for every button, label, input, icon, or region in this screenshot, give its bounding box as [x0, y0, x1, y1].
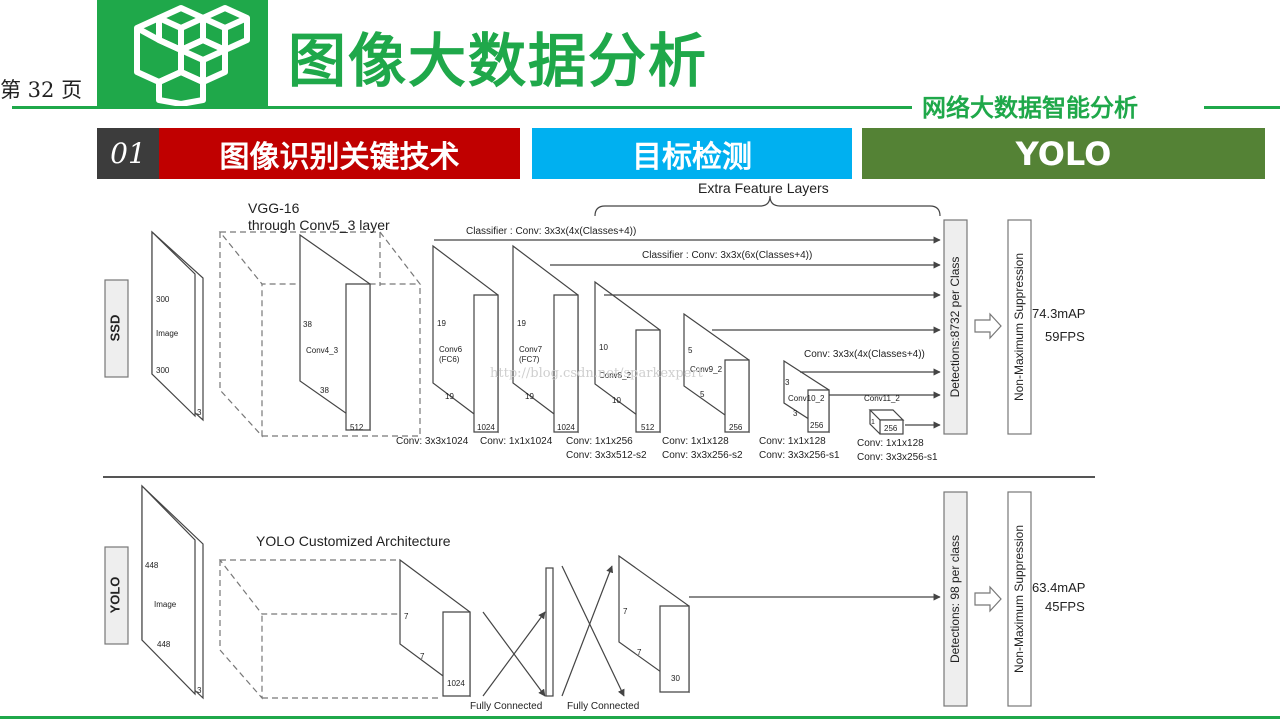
op-conv8-a: Conv: 1x1x256 — [566, 436, 633, 447]
svg-text:7: 7 — [637, 648, 642, 657]
classifier-2-label: Classifier : Conv: 3x3x(6x(Classes+4)) — [642, 250, 812, 261]
ssd-label: SSD — [107, 315, 122, 342]
extra-feature-layers-label: Extra Feature Layers — [698, 180, 829, 196]
conv11-2-block — [868, 409, 905, 421]
svg-text:19: 19 — [437, 319, 446, 328]
ssd-nms-label: Non-Maximum Suppression — [1012, 253, 1026, 401]
yolo-nms-label: Non-Maximum Suppression — [1012, 525, 1026, 673]
conv7-label: Conv7 — [519, 345, 543, 354]
fc-1-label: Fully Connected — [470, 701, 542, 712]
subtopic-bar: 目标检测 — [532, 128, 852, 179]
fc-layer-bar — [545, 567, 554, 697]
svg-text:19: 19 — [445, 392, 454, 401]
svg-text:256: 256 — [810, 421, 824, 430]
vgg-dashed-box — [218, 231, 422, 438]
svg-text:7: 7 — [623, 607, 628, 616]
svg-text:7: 7 — [420, 652, 425, 661]
section-number: 01 — [97, 128, 159, 179]
op-conv8-b: Conv: 3x3x512-s2 — [566, 450, 647, 461]
svg-text:512: 512 — [641, 423, 655, 432]
svg-text:1024: 1024 — [477, 423, 495, 432]
logo-block — [97, 0, 268, 107]
svg-text:19: 19 — [525, 392, 534, 401]
svg-text:448: 448 — [145, 561, 159, 570]
svg-text:300: 300 — [156, 366, 170, 375]
cubes-logo-icon — [134, 5, 250, 107]
svg-text:256: 256 — [884, 424, 898, 433]
svg-text:10: 10 — [599, 343, 608, 352]
svg-text:5: 5 — [700, 390, 705, 399]
svg-text:512: 512 — [350, 423, 364, 432]
svg-text:3: 3 — [197, 686, 202, 695]
header-rule-left — [12, 106, 912, 109]
svg-text:5: 5 — [688, 346, 693, 355]
svg-text:3: 3 — [785, 378, 790, 387]
page-number-label: 第 32 页 — [0, 78, 83, 102]
svg-text:7: 7 — [404, 612, 409, 621]
yolo-label-box — [104, 546, 129, 645]
op-conv9-a: Conv: 1x1x128 — [662, 436, 729, 447]
header-rule-right — [1204, 106, 1280, 109]
yolo-customized-label: YOLO Customized Architecture — [256, 533, 451, 549]
conv9-2-label: Conv9_2 — [690, 365, 723, 374]
op-conv11-b: Conv: 3x3x256-s1 — [857, 452, 938, 463]
ssd-yolo-architecture-diagram: SSD Extra Feature Layers VGG-16 through … — [103, 180, 1095, 712]
fc-2-label: Fully Connected — [567, 701, 639, 712]
svg-text:1024: 1024 — [447, 679, 465, 688]
svg-text:448: 448 — [157, 640, 171, 649]
yolo-fps: 45FPS — [1045, 599, 1085, 614]
conv6-label: Conv6 — [439, 345, 463, 354]
ssd-arrow-icon — [974, 312, 1002, 340]
svg-text:1: 1 — [871, 419, 875, 426]
svg-text:3: 3 — [793, 409, 798, 418]
footer-rule — [0, 716, 1280, 719]
conv4-3-label: Conv4_3 — [306, 346, 339, 355]
svg-text:38: 38 — [320, 386, 329, 395]
yolo-label: YOLO — [107, 577, 122, 614]
watermark: http://blog.csdn.net/sparkexpert — [490, 366, 704, 381]
svg-text:3: 3 — [197, 408, 202, 417]
model-bar: YOLO — [862, 128, 1265, 179]
svg-text:1024: 1024 — [557, 423, 575, 432]
conv11-2-label: Conv11_2 — [864, 394, 900, 403]
svg-text:300: 300 — [156, 295, 170, 304]
section-subtitle: 网络大数据智能分析 — [922, 94, 1138, 122]
ssd-map: 74.3mAP — [1032, 306, 1085, 321]
op-conv9-b: Conv: 3x3x256-s2 — [662, 450, 743, 461]
classifier-3-label: Conv: 3x3x(4x(Classes+4)) — [804, 349, 925, 360]
vgg-subtitle: through Conv5_3 layer — [248, 217, 390, 233]
conv8-2-label: Conv8_2 — [599, 371, 632, 380]
yolo-nms-box — [1007, 491, 1032, 707]
yolo-arrow-icon — [974, 585, 1002, 613]
conv10-2-label: Conv10_2 — [788, 394, 825, 403]
svg-text:19: 19 — [517, 319, 526, 328]
op-conv11-a: Conv: 1x1x128 — [857, 438, 924, 449]
yolo-dashed-box — [218, 559, 442, 700]
op-conv10-b: Conv: 3x3x256-s1 — [759, 450, 840, 461]
ssd-fps: 59FPS — [1045, 329, 1085, 344]
page-title: 图像大数据分析 — [288, 27, 709, 95]
ssd-detections-box — [943, 219, 968, 435]
svg-text:(FC7): (FC7) — [519, 355, 540, 364]
op-conv7: Conv: 1x1x1024 — [480, 436, 553, 447]
classifier-1-label: Classifier : Conv: 3x3x(4x(Classes+4)) — [466, 226, 636, 237]
yolo-detections-label: Detections: 98 per class — [948, 535, 962, 663]
svg-text:256: 256 — [729, 423, 743, 432]
yolo-map: 63.4mAP — [1032, 580, 1085, 595]
op-conv10-a: Conv: 1x1x128 — [759, 436, 826, 447]
svg-text:38: 38 — [303, 320, 312, 329]
ssd-image-label: Image — [156, 329, 179, 338]
ssd-label-box — [104, 279, 129, 378]
yolo-detections-box — [943, 491, 968, 707]
extra-feature-brace — [594, 195, 941, 217]
svg-text:30: 30 — [671, 674, 680, 683]
vgg-title: VGG-16 — [248, 200, 300, 216]
yolo-image-label: Image — [154, 600, 177, 609]
topic-bar: 图像识别关键技术 — [159, 128, 520, 179]
svg-text:10: 10 — [612, 396, 621, 405]
ssd-nms-box — [1007, 219, 1032, 435]
ssd-detections-label: Detections:8732 per Class — [948, 257, 962, 398]
op-conv6: Conv: 3x3x1024 — [396, 436, 469, 447]
svg-text:(FC6): (FC6) — [439, 355, 460, 364]
